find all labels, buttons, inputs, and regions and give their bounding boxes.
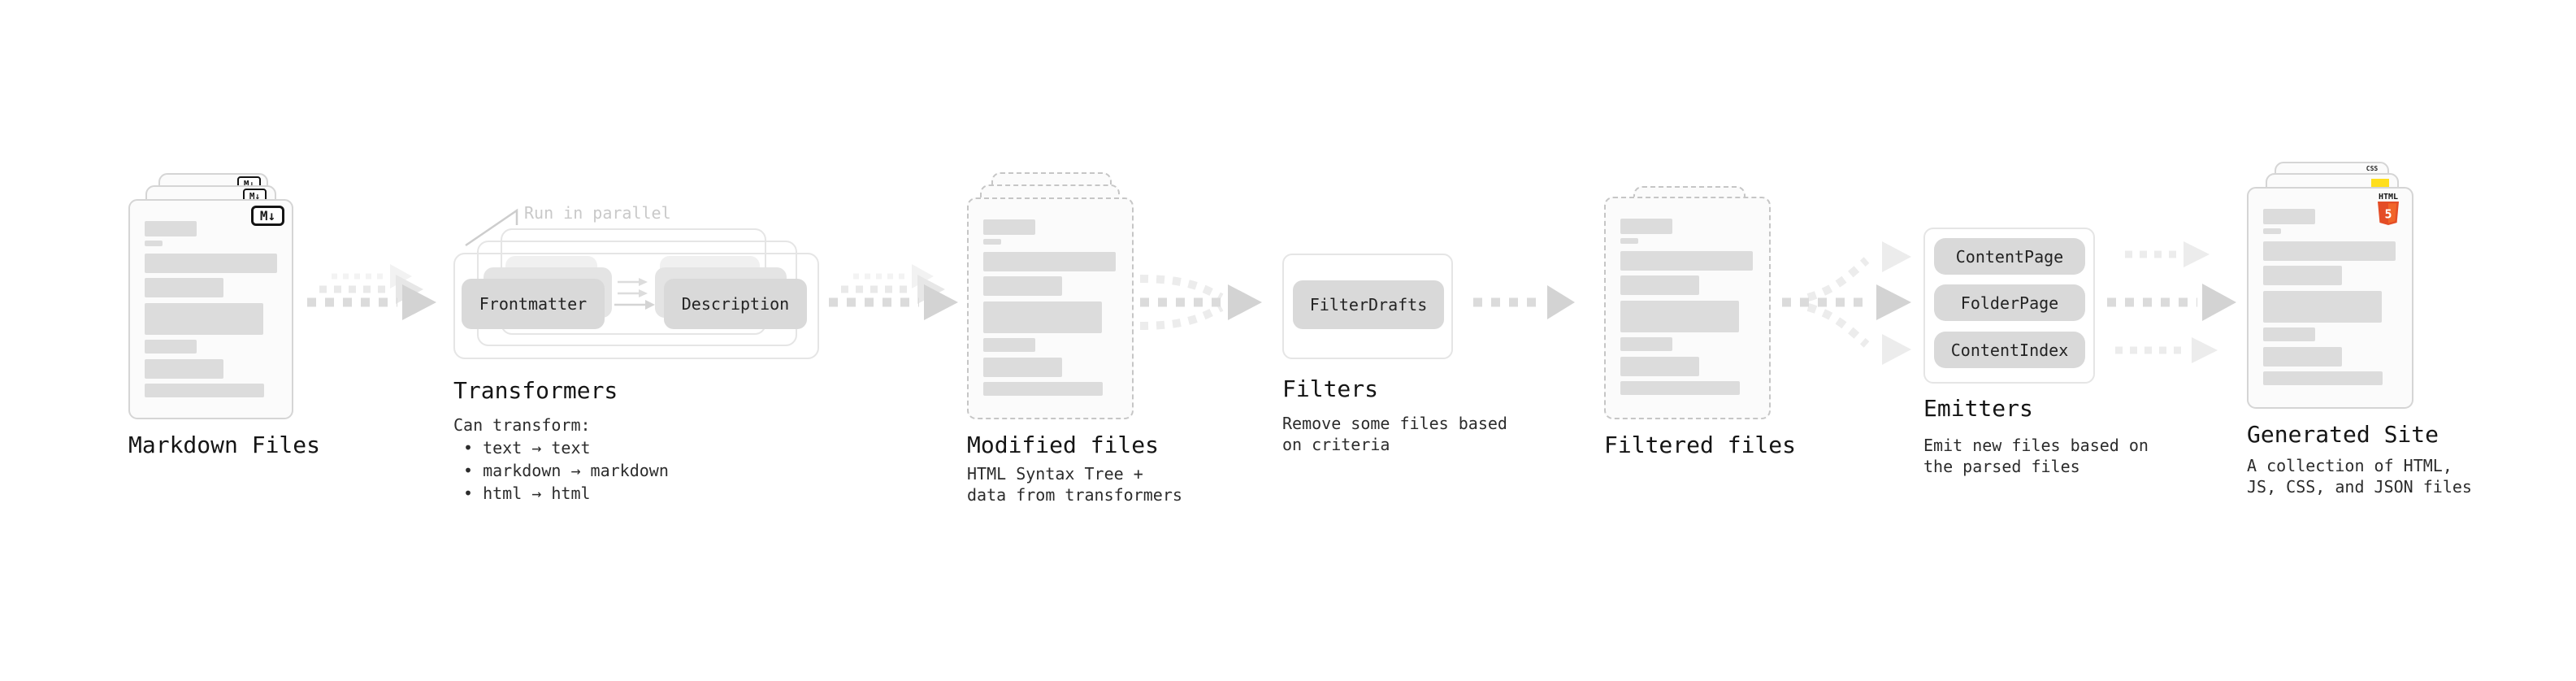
generated-site-subtitle: A collection of HTML, JS, CSS, and JSON … — [2247, 456, 2472, 497]
emitter-folderpage-box: FolderPage — [1934, 284, 2085, 321]
placeholder-bar — [145, 340, 197, 354]
html5-icon: HTML 5 — [2372, 193, 2405, 225]
modified-file-card — [967, 197, 1134, 419]
file-content-bars — [130, 201, 292, 418]
placeholder-bar — [983, 252, 1116, 271]
filters-subtitle: Remove some files based on criteria — [1282, 414, 1507, 454]
placeholder-bar — [1620, 357, 1699, 376]
stage-title-emitters: Emitters — [1923, 395, 2033, 422]
file-content-bars — [969, 199, 1132, 418]
diverging-dashed-arrows-icon — [1782, 241, 1911, 365]
placeholder-bar — [983, 276, 1062, 296]
html5-number: 5 — [2384, 207, 2392, 222]
markdown-file-card: M↓ — [128, 199, 293, 419]
placeholder-bar — [2263, 371, 2383, 385]
placeholder-bar — [2263, 291, 2382, 323]
placeholder-bar — [1620, 337, 1672, 351]
file-content-bars — [2249, 189, 2412, 407]
placeholder-bar — [1620, 301, 1739, 332]
placeholder-bar — [983, 301, 1102, 333]
css-label: CSS — [2366, 165, 2379, 172]
dashed-arrow-stack-icon — [829, 264, 958, 320]
placeholder-bar — [2263, 347, 2342, 367]
html5-shield: 5 — [2378, 202, 2399, 225]
placeholder-bar — [145, 254, 277, 273]
placeholder-bar — [145, 359, 223, 379]
filterdrafts-box: FilterDrafts — [1293, 280, 1444, 329]
placeholder-bar — [145, 303, 263, 335]
description-box: Description — [664, 279, 807, 329]
placeholder-bar — [2263, 266, 2342, 285]
dashed-arrow-stack-icon — [307, 264, 436, 320]
bullet-markdown-to-markdown: • markdown → markdown — [463, 461, 669, 480]
markdown-icon: M↓ — [251, 206, 284, 226]
run-in-parallel-callout: Run in parallel — [524, 203, 671, 223]
placeholder-bar — [2263, 209, 2315, 224]
transformers-description: Can transform: • text → text • markdown … — [453, 414, 669, 505]
placeholder-bar — [1620, 219, 1672, 234]
stage-title-filtered-files: Filtered files — [1604, 432, 1797, 458]
bullet-html-to-html: • html → html — [463, 484, 591, 503]
placeholder-bar — [145, 384, 264, 397]
placeholder-bar — [1620, 381, 1740, 395]
placeholder-bar — [983, 219, 1035, 235]
parallel-dashed-arrows-icon — [2107, 241, 2236, 363]
placeholder-bar — [2263, 327, 2315, 341]
generated-file-card: HTML 5 — [2247, 187, 2413, 409]
dashed-arrow-icon — [1473, 285, 1575, 319]
stage-title-filters: Filters — [1282, 375, 1379, 402]
emitter-contentpage-box: ContentPage — [1934, 238, 2085, 275]
filtered-file-card — [1604, 197, 1771, 419]
file-content-bars — [1606, 198, 1769, 418]
placeholder-bar — [2263, 228, 2281, 234]
placeholder-bar — [145, 241, 163, 246]
transform-step-arrows-icon — [614, 278, 655, 310]
placeholder-bar — [1620, 238, 1638, 244]
placeholder-bar — [145, 278, 223, 297]
placeholder-bar — [983, 338, 1035, 352]
placeholder-bar — [983, 382, 1103, 396]
stage-title-modified-files: Modified files — [967, 432, 1160, 458]
emitter-contentindex-box: ContentIndex — [1934, 332, 2085, 368]
frontmatter-box: Frontmatter — [462, 279, 605, 329]
emitters-subtitle: Emit new files based on the parsed files — [1923, 436, 2149, 476]
transformer-shell-front — [453, 253, 819, 359]
placeholder-bar — [1620, 251, 1753, 271]
stage-title-transformers: Transformers — [453, 377, 618, 404]
can-transform-heading: Can transform: — [453, 415, 591, 435]
converging-dashed-arrow-icon — [1139, 275, 1262, 330]
placeholder-bar — [983, 239, 1001, 245]
stage-title-generated-site: Generated Site — [2247, 421, 2439, 448]
placeholder-bar — [983, 358, 1062, 377]
bullet-text-to-text: • text → text — [463, 438, 591, 458]
html5-word: HTML — [2378, 193, 2399, 202]
stage-title-markdown-files: Markdown Files — [128, 432, 321, 458]
callout-leader-line — [465, 208, 518, 247]
modified-files-subtitle: HTML Syntax Tree + data from transformer… — [967, 464, 1182, 505]
placeholder-bar — [145, 221, 197, 236]
placeholder-bar — [1620, 275, 1699, 295]
placeholder-bar — [2263, 241, 2396, 261]
